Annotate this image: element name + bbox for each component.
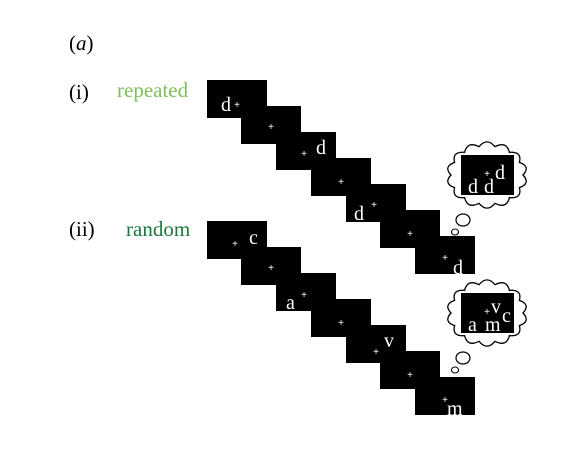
- fixation-cross: +: [268, 263, 274, 274]
- stimulus-card: +d: [415, 236, 475, 279]
- fixation-cross: +: [234, 100, 240, 111]
- row-random-sequence: +c++a++v++m: [207, 221, 475, 420]
- memory-letter: m: [485, 314, 501, 336]
- fixation-cross: +: [484, 169, 490, 180]
- thought-bubble-dot-small: [450, 366, 460, 374]
- fixation-cross: +: [268, 122, 274, 133]
- fixation-cross: +: [232, 239, 238, 250]
- thought-bubble-dot-large: [455, 213, 471, 227]
- card-letter: d: [221, 94, 231, 116]
- fixation-cross: +: [301, 290, 307, 301]
- memory-card: [461, 155, 514, 195]
- fixation-cross: +: [407, 229, 413, 240]
- memory-letter: d: [484, 176, 494, 198]
- fixation-cross: +: [442, 253, 448, 264]
- card-background: [415, 236, 475, 274]
- thought-bubble-dot-small: [450, 228, 460, 236]
- condition-repeated-label: repeated: [117, 78, 189, 102]
- card-letter: v: [384, 330, 394, 352]
- stimulus-card: +m: [415, 377, 475, 420]
- panel-label: (a): [69, 31, 94, 55]
- memory-card: [461, 293, 514, 333]
- fixation-cross: +: [371, 200, 377, 211]
- card-letter: d: [354, 203, 364, 225]
- row-ii-label: (ii): [69, 217, 95, 241]
- card-letter: c: [249, 227, 258, 249]
- fixation-cross: +: [338, 177, 344, 188]
- card-letter: d: [316, 137, 326, 159]
- card-letter: m: [447, 398, 463, 420]
- fixation-cross: +: [338, 318, 344, 329]
- memory-letter: a: [468, 314, 477, 336]
- memory-letter: d: [495, 162, 505, 184]
- row-repeated-sequence: +d++d++d++d: [207, 80, 475, 279]
- fixation-cross: +: [407, 370, 413, 381]
- card-letter: a: [286, 292, 295, 314]
- card-letter: d: [453, 257, 463, 279]
- card-background: [415, 377, 475, 415]
- fixation-cross: +: [301, 149, 307, 160]
- condition-random-label: random: [126, 217, 191, 241]
- thought-bubble-dot-large: [455, 351, 471, 365]
- row-i-label: (i): [69, 80, 89, 104]
- fixation-cross: +: [442, 395, 448, 406]
- fixation-cross: +: [484, 307, 490, 318]
- memory-letter: c: [502, 305, 511, 327]
- panel-letter: a: [76, 31, 87, 55]
- fixation-cross: +: [373, 347, 379, 358]
- memory-letter: d: [468, 176, 478, 198]
- memory-letter: v: [491, 296, 501, 318]
